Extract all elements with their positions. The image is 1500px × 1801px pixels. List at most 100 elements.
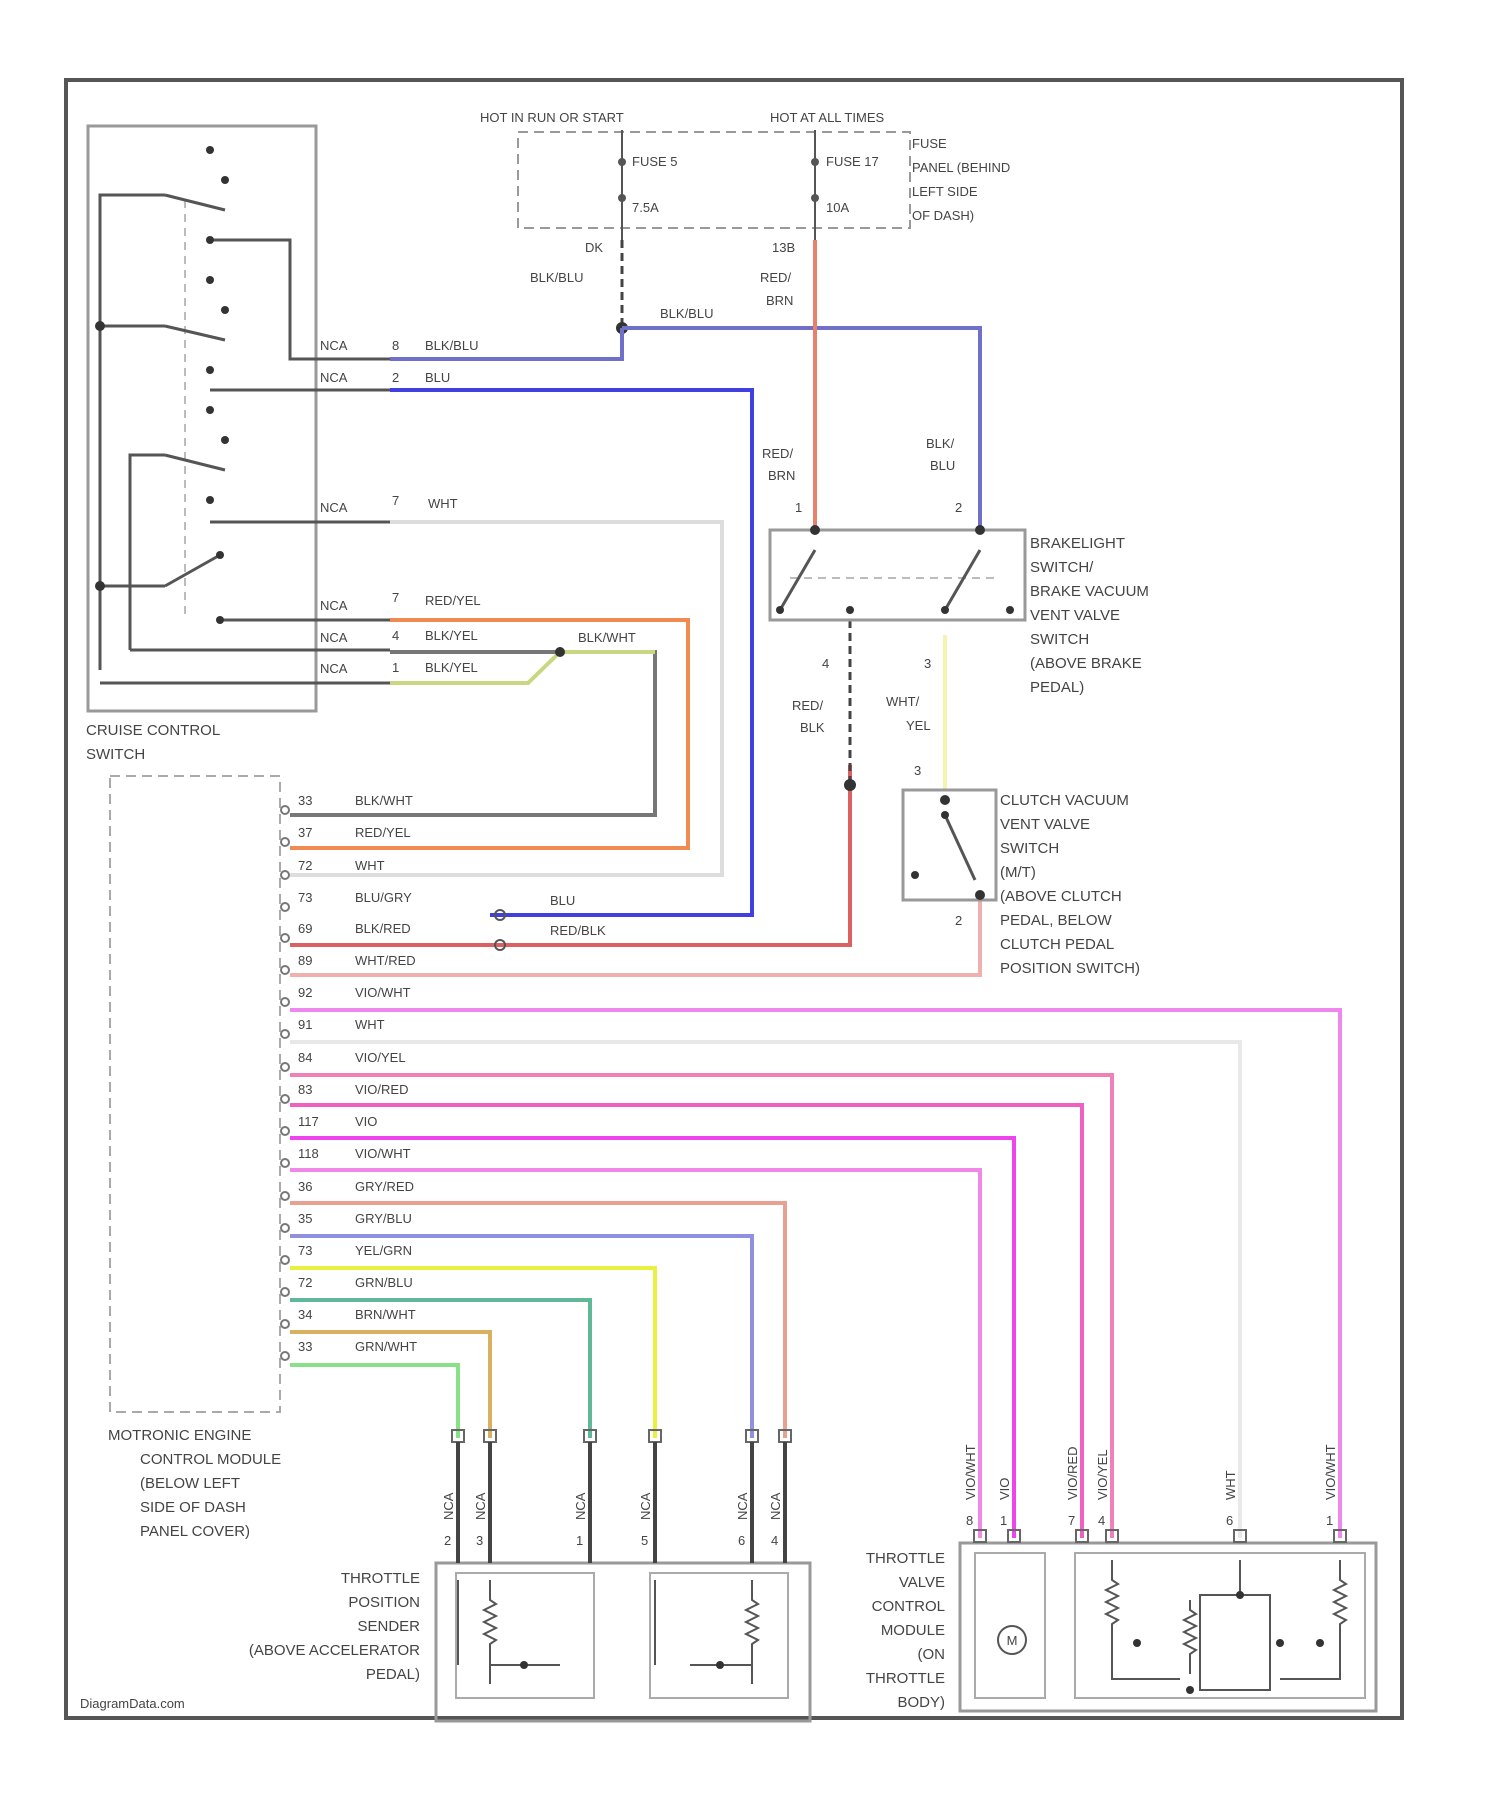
tvcm-pin-wire: VIO/YEL (1095, 1449, 1110, 1500)
tps-pin-number: 2 (444, 1533, 451, 1548)
ecm-pin-terminal (281, 903, 289, 911)
ecm-pin-wire: BLK/WHT (355, 793, 413, 808)
ecm-pin-wire: VIO/YEL (355, 1050, 406, 1065)
fuse-b-label: FUSE 17 (826, 154, 879, 169)
tps-pin-wire: NCA (473, 1492, 488, 1520)
fuse-b-rating: 10A (826, 200, 849, 215)
clutch-label-3: SWITCH (1000, 840, 1059, 857)
throttle-position-sender: NCA2NCA3NCA1NCA5NCA6NCA4 THROTTLE POSITI… (249, 1430, 810, 1721)
diagram-border (66, 80, 1402, 1718)
ecm-pin-wire: RED/YEL (355, 825, 411, 840)
ecm-pin-wire: YEL/GRN (355, 1243, 412, 1258)
ecm-pin-number: 73 (298, 1243, 312, 1258)
cruise-pin-1-wire: BLK/BLU (425, 338, 478, 353)
cruise-label-2: SWITCH (86, 746, 145, 763)
brake-label-7: PEDAL) (1030, 679, 1084, 696)
brake-pin-2: 2 (955, 500, 962, 515)
tvcm-label-4: MODULE (881, 1622, 945, 1639)
tvcm-label-6: THROTTLE (866, 1670, 945, 1687)
ecm-pin-number: 72 (298, 858, 312, 873)
ecm-pin-number: 33 (298, 1339, 312, 1354)
ecm-pin-number: 35 (298, 1211, 312, 1226)
ecm-pin-number: 92 (298, 985, 312, 1000)
clutch-vacuum-switch: 3 2 CLUTCH VACUUM VENT VALVE SWITCH (M/T… (903, 763, 1140, 977)
ecm-pin-number: 83 (298, 1082, 312, 1097)
ecm-pin-terminal (281, 1352, 289, 1360)
motor-symbol: M (1007, 1633, 1018, 1648)
brake-in-right-1: BLK/ (926, 436, 955, 451)
tvcm-label-1: THROTTLE (866, 1550, 945, 1567)
clutch-label-5: (ABOVE CLUTCH (1000, 888, 1122, 905)
cruise-pin-6-nca: NCA (320, 661, 348, 676)
ecm-pin-number: 72 (298, 1275, 312, 1290)
tps-pin-wire: NCA (638, 1492, 653, 1520)
tvcm-pin-wire: VIO/RED (1065, 1447, 1080, 1500)
clutch-label-8: POSITION SWITCH) (1000, 960, 1140, 977)
tvcm-pin-number: 4 (1098, 1513, 1105, 1528)
cruise-pin-5-num: 4 (392, 628, 399, 643)
ecm-pin-wire: GRN/WHT (355, 1339, 417, 1354)
brake-in-right-2: BLU (930, 458, 955, 473)
tvcm-label-7: BODY) (897, 1694, 945, 1711)
cruise-pin-3-nca: NCA (320, 500, 348, 515)
ecm-pin-terminal (281, 1288, 289, 1296)
ecm-pin-wire: VIO/RED (355, 1082, 408, 1097)
clutch-label-2: VENT VALVE (1000, 816, 1090, 833)
throttle-valve-control-module: M VIO/WHT8VIO1VIO/RED7VIO/YEL4WHT6VIO/WH… (866, 1444, 1376, 1711)
cruise-control-switch: NCA 8 BLK/BLU NCA 2 BLU NCA 7 WHT NCA 7 … (86, 126, 636, 763)
ecm-pin-terminal (281, 934, 289, 942)
tvcm-pin-wire: VIO/WHT (963, 1444, 978, 1500)
bus-right-label: BLK/BLU (660, 306, 713, 321)
ecm-pin-terminal (281, 806, 289, 814)
brake-label-2: SWITCH/ (1030, 559, 1094, 576)
fuse-a-rating: 7.5A (632, 200, 659, 215)
cruise-pin-1-nca: NCA (320, 338, 348, 353)
cruise-pin-6-wire: BLK/YEL (425, 660, 478, 675)
cruise-label-1: CRUISE CONTROL (86, 722, 220, 739)
ecm-pin-wire: WHT (355, 858, 385, 873)
tps-label-2: POSITION (348, 1594, 420, 1611)
cruise-pin-2-num: 2 (392, 370, 399, 385)
brakelight-switch: RED/ BRN BLK/ BLU 1 2 4 3 RED/ BLK WHT/ … (762, 436, 1149, 735)
brake-label-5: SWITCH (1030, 631, 1089, 648)
brake-pin-4: 4 (822, 656, 829, 671)
clutch-label-7: CLUTCH PEDAL (1000, 936, 1114, 953)
ecm-pin-terminal (281, 1192, 289, 1200)
fuse-panel: HOT IN RUN OR START HOT AT ALL TIMES FUS… (480, 110, 1010, 240)
clutch-pin-3: 3 (914, 763, 921, 778)
brake-pin-3: 3 (924, 656, 931, 671)
cruise-pin-3-num: 7 (392, 493, 399, 508)
ecm-pin-number: 117 (298, 1114, 319, 1129)
brake-pin-1: 1 (795, 500, 802, 515)
ecm-pin-wire: GRY/RED (355, 1179, 414, 1194)
watermark: DiagramData.com (80, 1696, 185, 1711)
clutch-label-6: PEDAL, BELOW (1000, 912, 1113, 929)
ecm-pin-number: 69 (298, 921, 312, 936)
tps-pin-wire: NCA (768, 1492, 783, 1520)
tps-pin-number: 5 (641, 1533, 648, 1548)
cruise-pin-5-wire: BLK/YEL (425, 628, 478, 643)
clutch-pin-2: 2 (955, 913, 962, 928)
cruise-pin-4-num: 7 (392, 590, 399, 605)
tps-pin-number: 6 (738, 1533, 745, 1548)
ecm-pin-number: 89 (298, 953, 312, 968)
ecm-pin-wire: VIO/WHT (355, 985, 411, 1000)
ecm-blu-label: BLU (550, 893, 575, 908)
cruise-pin-1-num: 8 (392, 338, 399, 353)
cruise-pin-6-num: 1 (392, 660, 399, 675)
brake-label-1: BRAKELIGHT (1030, 535, 1125, 552)
ecm-pin-number: 33 (298, 793, 312, 808)
fuse-output-wires: DK BLK/BLU 13B RED/ BRN BLK/BLU (530, 240, 795, 334)
tvcm-pin-wire: VIO (997, 1478, 1012, 1500)
blk-wht-join-label: BLK/WHT (578, 630, 636, 645)
cruise-pin-4-wire: RED/YEL (425, 593, 481, 608)
brake-label-6: (ABOVE BRAKE (1030, 655, 1142, 672)
ecm-pin-number: 84 (298, 1050, 312, 1065)
tps-label-1: THROTTLE (341, 1570, 420, 1587)
fuse-panel-label-1: FUSE (912, 136, 947, 151)
ecm-pin-terminal (281, 1256, 289, 1264)
fuse-b-out-pin: 13B (772, 240, 795, 255)
cruise-pin-4-nca: NCA (320, 598, 348, 613)
ecm-pin-terminal (281, 966, 289, 974)
